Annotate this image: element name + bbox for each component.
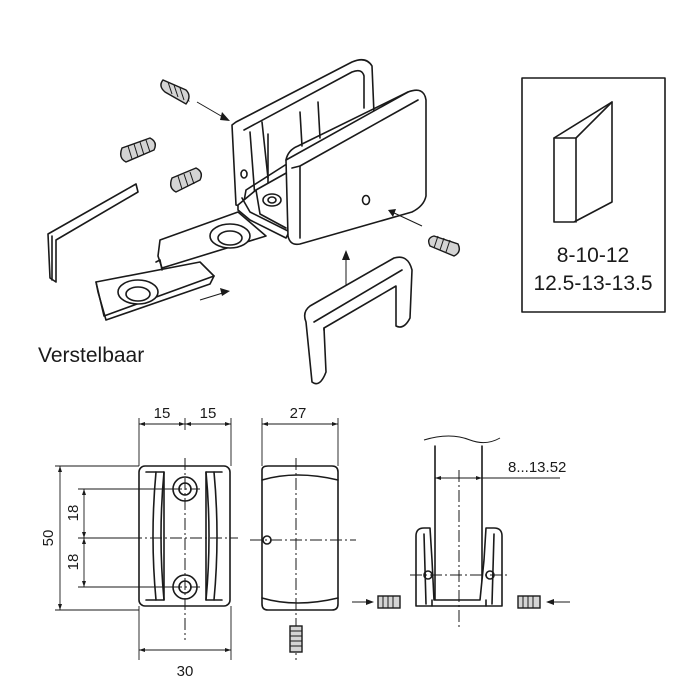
section-view	[352, 435, 570, 628]
clamp-front-jaw	[285, 89, 427, 246]
front-view-dimensions: 15 15 50 18 18 30	[40, 405, 232, 680]
set-screw-1	[160, 79, 190, 105]
exploded-view	[47, 58, 461, 385]
rubber-insert-plate	[95, 211, 267, 321]
assembly-arrows	[196, 101, 423, 301]
clamp-channel	[237, 171, 293, 239]
set-screw-3	[169, 167, 203, 193]
dim-front-top-right: 15	[200, 405, 217, 422]
side-view	[250, 458, 356, 660]
title-label: Verstelbaar	[38, 344, 144, 367]
dim-front-upper-hole: 18	[65, 505, 82, 522]
side-view-dimensions: 27	[261, 405, 339, 466]
set-screw-4	[427, 235, 461, 257]
dim-side-depth: 27	[290, 405, 307, 422]
dim-front-top-left: 15	[154, 405, 171, 422]
section-view-dimensions: 8...13.52	[435, 459, 566, 480]
glass-size-box: 8-10-12 12.5-13-13.5	[521, 77, 666, 313]
dim-front-width: 30	[177, 663, 194, 680]
u-cover	[303, 256, 413, 385]
dim-front-height: 50	[40, 530, 57, 547]
dim-front-lower-hole: 18	[65, 554, 82, 571]
front-view	[130, 458, 238, 640]
glass-size-line1: 8-10-12	[557, 244, 629, 267]
dim-glass-range: 8...13.52	[508, 459, 566, 476]
glass-size-line2: 12.5-13-13.5	[533, 272, 652, 295]
set-screw-2	[119, 137, 157, 163]
allen-key	[47, 183, 139, 283]
clamp-back-jaw	[231, 58, 375, 208]
